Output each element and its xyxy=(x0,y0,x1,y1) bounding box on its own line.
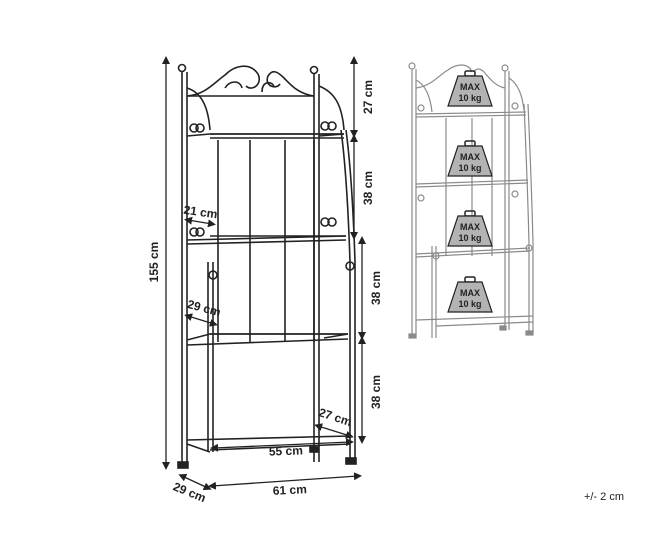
label-depth-lower: 29 cm xyxy=(186,297,222,319)
load-max-2: MAX xyxy=(460,152,480,162)
label-inner-depth: 27 cm xyxy=(317,405,354,429)
label-inner-width: 55 cm xyxy=(269,443,303,458)
label-lower-gap: 38 cm xyxy=(369,375,383,409)
depth-lower-arrow xyxy=(184,313,218,327)
inner-depth-arrow xyxy=(314,423,354,439)
load-max-3: MAX xyxy=(460,222,480,232)
load-kg-1: 10 kg xyxy=(458,93,481,103)
load-max-4: MAX xyxy=(460,288,480,298)
inner-width-arrow xyxy=(210,438,354,452)
label-depth-upper: 21 cm xyxy=(183,203,219,222)
load-kg-2: 10 kg xyxy=(458,163,481,173)
tolerance-note: +/- 2 cm xyxy=(584,491,624,503)
label-total-height: 155 cm xyxy=(147,242,161,283)
label-middle-gap: 38 cm xyxy=(369,271,383,305)
label-top-section: 27 cm xyxy=(361,80,375,114)
depth-upper-arrow xyxy=(184,216,216,228)
base-width-arrow xyxy=(208,472,362,490)
base-depth-arrow xyxy=(178,474,212,490)
label-base-depth: 29 cm xyxy=(171,479,208,505)
load-max-1: MAX xyxy=(460,82,480,92)
load-kg-3: 10 kg xyxy=(458,233,481,243)
dimension-lines xyxy=(162,56,366,490)
shelf-front-view xyxy=(177,63,357,469)
load-kg-4: 10 kg xyxy=(458,299,481,309)
label-upper-gap: 38 cm xyxy=(361,171,375,205)
label-base-width: 61 cm xyxy=(272,482,307,498)
